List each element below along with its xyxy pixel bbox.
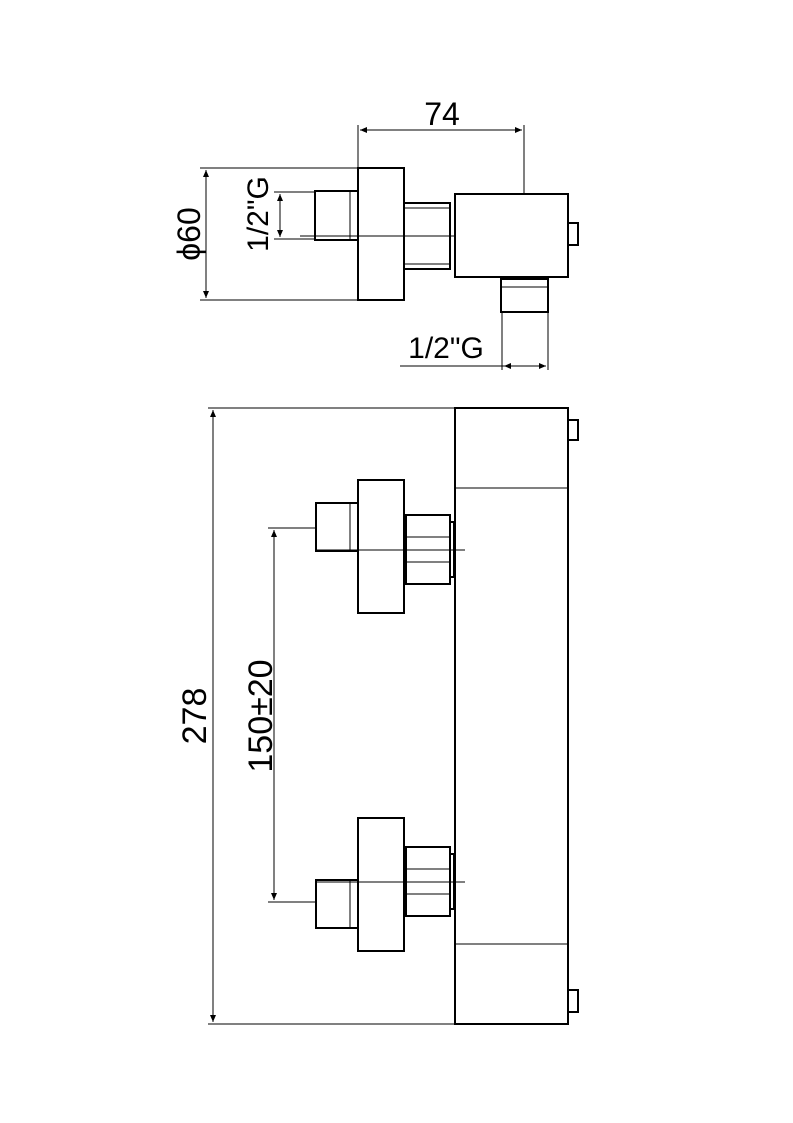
inlet-thread-label: 1/2"G xyxy=(242,176,275,252)
width-label: 74 xyxy=(424,96,460,132)
lower-inlet-flange xyxy=(357,817,405,952)
spacing-label: 150±20 xyxy=(242,659,280,772)
lower-inlet-nut xyxy=(315,879,359,929)
upper-inlet-nut xyxy=(315,502,359,552)
bottom-handle-knob xyxy=(567,989,579,1013)
side-knob-top xyxy=(567,222,579,246)
inlet-nut xyxy=(314,190,359,241)
height-label: 278 xyxy=(176,688,214,745)
diameter-label: ϕ60 xyxy=(171,207,207,261)
mixer-body xyxy=(454,407,569,1025)
upper-inlet-flange xyxy=(357,479,405,614)
front-view: 278 150±20 xyxy=(176,407,579,1025)
lower-inlet xyxy=(315,817,465,952)
top-view: 74 ϕ60 1/2"G 1/2"G xyxy=(171,96,579,370)
outlet-fitting xyxy=(500,278,549,313)
mixer-body-end xyxy=(454,193,569,278)
top-handle-knob xyxy=(567,419,579,441)
wall-flange xyxy=(357,167,405,301)
outlet-thread-label: 1/2"G xyxy=(408,332,484,365)
upper-inlet xyxy=(315,479,465,614)
